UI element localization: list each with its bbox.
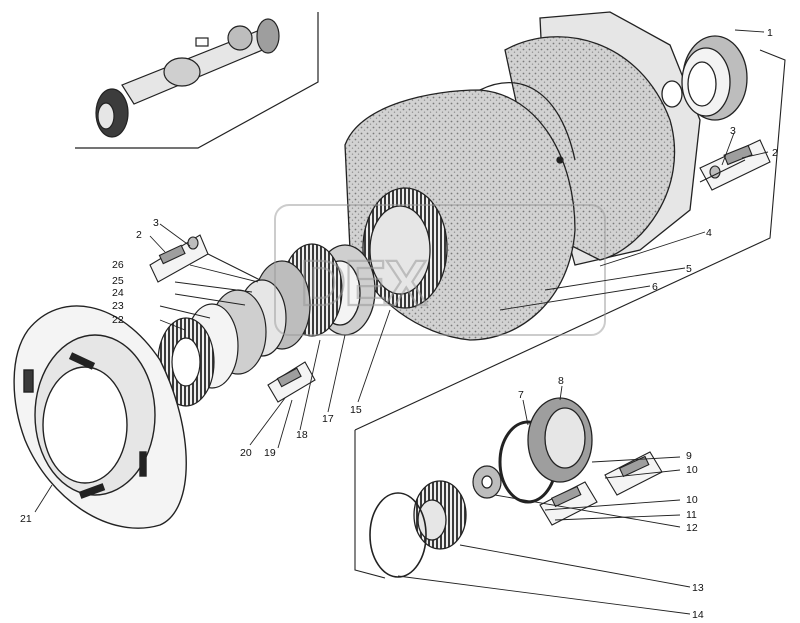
washer — [472, 465, 502, 499]
callout-22: 22 — [112, 314, 124, 326]
axle-thumbnail — [95, 18, 280, 138]
callout-6: 6 — [652, 281, 658, 293]
callout-23: 23 — [112, 300, 124, 312]
callout-1: 1 — [767, 27, 773, 39]
callout-14: 14 — [692, 609, 704, 621]
callout-5: 5 — [686, 263, 692, 275]
callout-26: 26 — [112, 259, 124, 271]
callout-11: 11 — [686, 509, 697, 521]
callout-21: 21 — [20, 513, 32, 525]
callout-2: 2 — [772, 147, 778, 159]
bearing-ring — [681, 35, 748, 121]
bolt-detail-left — [149, 234, 209, 283]
cover-plate — [498, 397, 593, 504]
callout-8: 8 — [558, 375, 564, 387]
callout-24: 24 — [112, 287, 124, 299]
callout-25: 25 — [112, 275, 124, 287]
callout-10: 10 — [686, 464, 698, 476]
wheel-flange — [13, 305, 187, 529]
callout-2: 2 — [136, 229, 142, 241]
leader-lines — [34, 29, 769, 615]
bolt-detail-center — [267, 361, 316, 403]
bolts-lower — [539, 451, 663, 526]
disc-stack — [157, 243, 343, 407]
callout-3: 3 — [730, 125, 736, 137]
callout-12: 12 — [686, 522, 698, 534]
inset-frame — [75, 12, 319, 149]
callout-17: 17 — [322, 413, 334, 425]
bearing-lower — [369, 480, 467, 578]
callout-7: 7 — [518, 389, 524, 401]
callout-20: 20 — [240, 447, 252, 459]
callout-13: 13 — [692, 582, 704, 594]
callout-19: 19 — [264, 447, 276, 459]
callout-18: 18 — [296, 429, 308, 441]
callout-4: 4 — [706, 227, 712, 239]
watermark: DEX — [274, 204, 606, 336]
callout-10: 10 — [686, 494, 698, 506]
callout-labels: 1 2 3 2 3 4 5 6 7 8 9 10 10 11 12 13 14 … — [20, 27, 778, 621]
callout-9: 9 — [686, 450, 692, 462]
callout-15: 15 — [350, 404, 362, 416]
callout-3: 3 — [153, 217, 159, 229]
svg-text:DEX: DEX — [300, 247, 428, 319]
